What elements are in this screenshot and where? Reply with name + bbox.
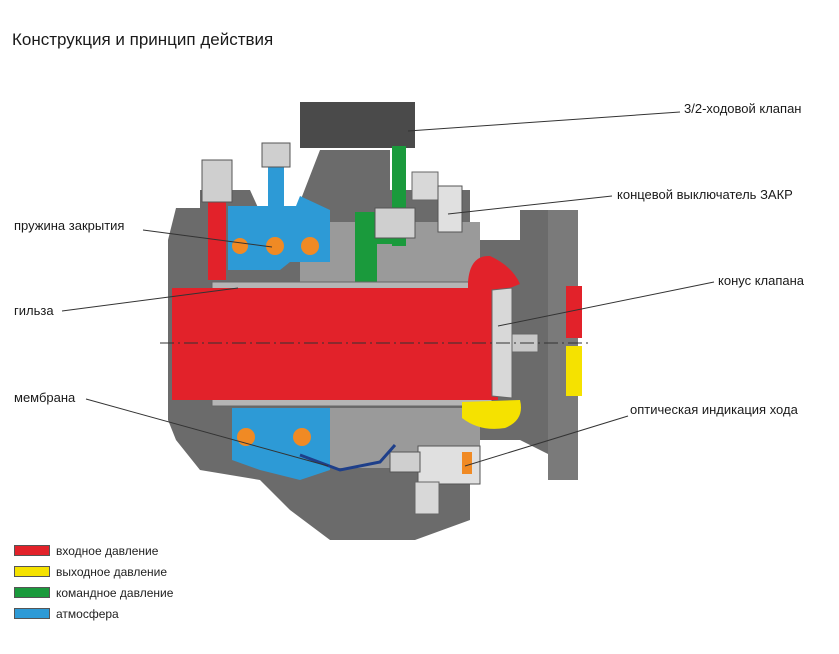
- legend-swatch-inlet: [14, 545, 50, 556]
- leader-sleeve: [61, 287, 239, 312]
- closing-spring-coil: [301, 237, 319, 255]
- leader-valve-cone: [497, 281, 715, 327]
- leader-valve-32: [407, 111, 681, 132]
- legend-swatch-outlet: [14, 566, 50, 577]
- label-limit-switch: концевой выключатель ЗАКР: [617, 187, 793, 202]
- stroke-indicator-marker: [462, 452, 472, 474]
- label-stroke-indicator: оптическая индикация хода: [630, 402, 798, 417]
- label-closing-spring: пружина закрытия: [14, 218, 125, 233]
- leader-stroke-indicator: [464, 415, 629, 467]
- atmosphere-chamber-bottom: [232, 408, 330, 480]
- legend-item-control: командное давление: [14, 582, 173, 603]
- leader-limit-switch: [447, 195, 613, 215]
- control-chamber: [355, 212, 377, 284]
- outlet-flange: [548, 210, 578, 480]
- legend: входное давление выходное давление коман…: [14, 540, 173, 624]
- limit-switch-body: [374, 207, 416, 239]
- legend-swatch-control: [14, 587, 50, 598]
- three-two-way-valve: [300, 102, 415, 148]
- membrane: [299, 444, 397, 472]
- outlet-pressure-right: [566, 346, 582, 396]
- control-passage: [355, 234, 405, 244]
- inlet-plug: [201, 159, 233, 203]
- closing-spring-coil: [237, 428, 255, 446]
- inlet-pressure-right: [566, 286, 582, 338]
- legend-item-outlet: выходное давление: [14, 561, 173, 582]
- label-membrane: мембрана: [14, 390, 76, 405]
- atmosphere-vent-cap: [261, 142, 291, 168]
- leader-membrane: [85, 398, 329, 467]
- legend-item-atmosphere: атмосфера: [14, 603, 173, 624]
- closing-spring-coil: [266, 237, 284, 255]
- label-valve-cone: конус клапана: [718, 273, 805, 288]
- limit-switch-head: [437, 185, 463, 233]
- bottom-plug: [414, 481, 440, 515]
- legend-item-inlet: входное давление: [14, 540, 173, 561]
- closing-spring-coil: [293, 428, 311, 446]
- page-title: Конструкция и принцип действия: [12, 30, 274, 49]
- inlet-pressure-lobe: [468, 255, 520, 292]
- limit-switch-housing: [411, 171, 439, 201]
- label-sleeve: гильза: [14, 303, 54, 318]
- outlet-pressure-lobe: [462, 400, 521, 429]
- legend-swatch-atmosphere: [14, 608, 50, 619]
- legend-label-inlet: входное давление: [56, 543, 159, 558]
- stroke-indicator-rod: [389, 451, 421, 473]
- legend-label-outlet: выходное давление: [56, 564, 168, 579]
- legend-label-atmosphere: атмосфера: [56, 606, 119, 621]
- inlet-pressure-region: [172, 288, 498, 400]
- legend-label-control: командное давление: [56, 585, 174, 600]
- closing-spring-coil: [232, 238, 248, 254]
- label-3-2-way-valve: 3/2-ходовой клапан: [684, 101, 802, 116]
- leader-closing-spring: [142, 229, 273, 248]
